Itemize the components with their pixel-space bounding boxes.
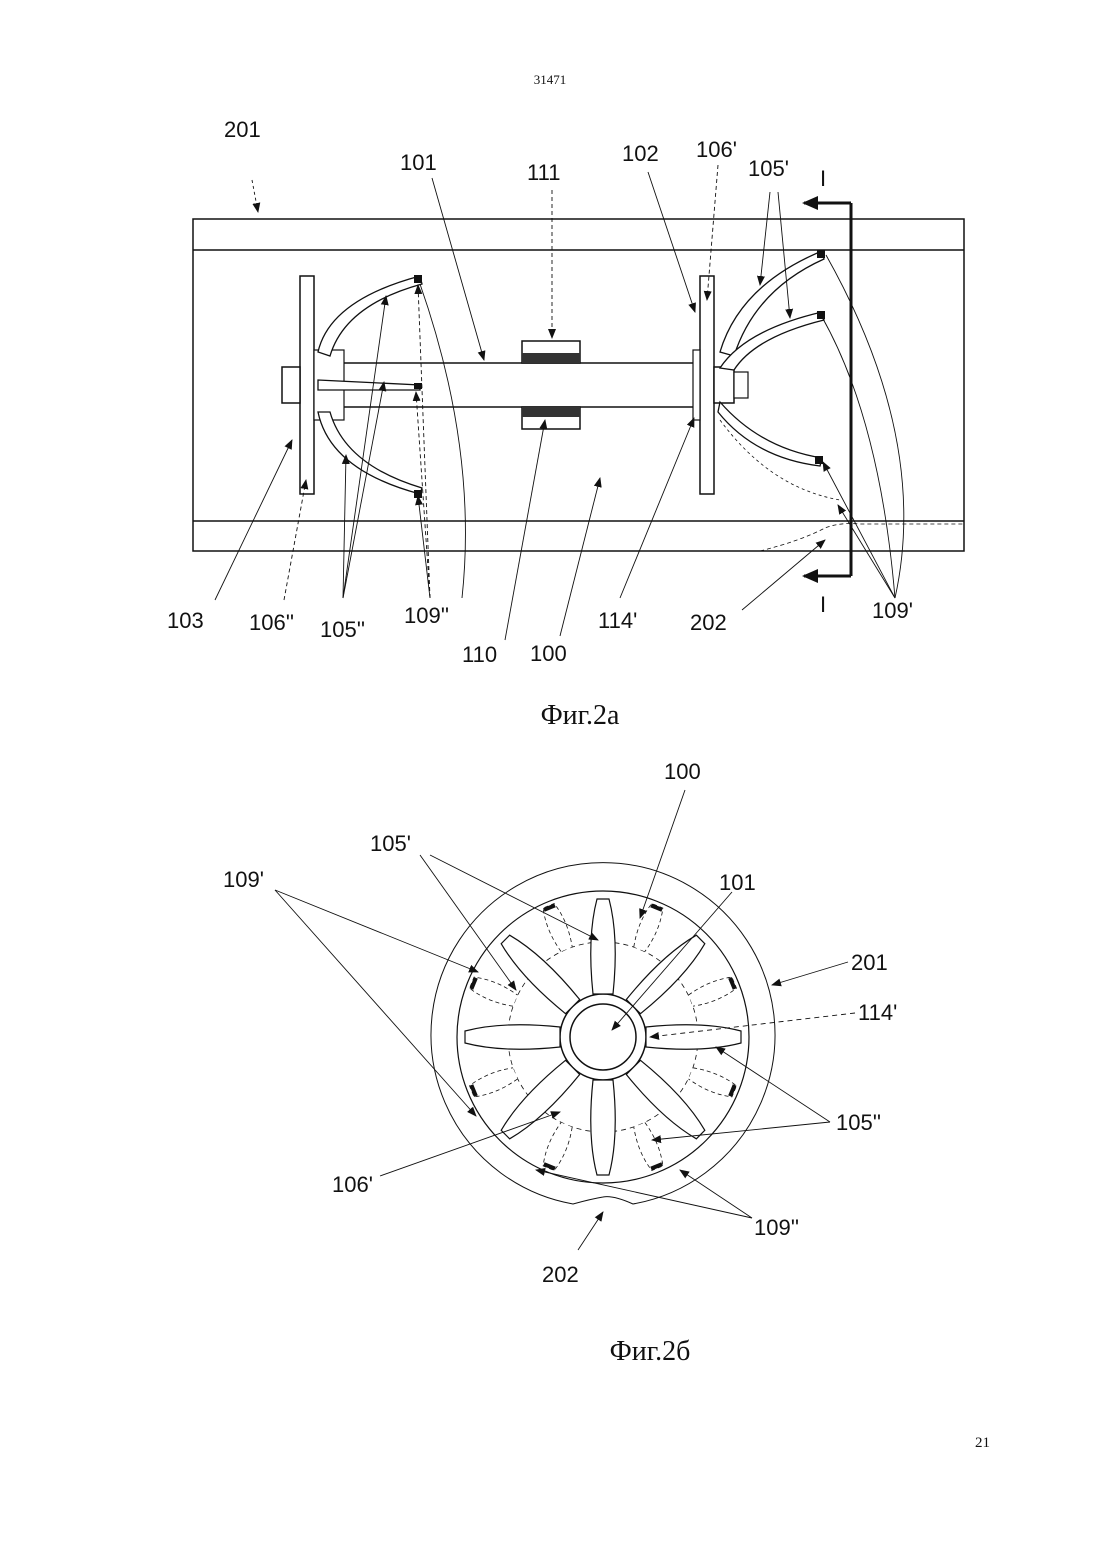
- label-2b-105p: 105': [370, 831, 411, 856]
- label-2b-114p: 114': [858, 1000, 897, 1025]
- label-2b-201: 201: [851, 950, 888, 975]
- label-2b-109p: 109': [223, 867, 264, 892]
- figure-2b-caption: Фиг.2б: [100, 1336, 1100, 1368]
- label-2b-106p: 106': [332, 1172, 373, 1197]
- label-2b-202: 202: [542, 1262, 579, 1287]
- label-2b-109pp: 109'': [754, 1215, 799, 1240]
- page-number: 21: [975, 1435, 990, 1452]
- label-2b-101: 101: [719, 870, 756, 895]
- label-2b-100: 100: [664, 759, 701, 784]
- label-2b-105pp: 105'': [836, 1110, 881, 1135]
